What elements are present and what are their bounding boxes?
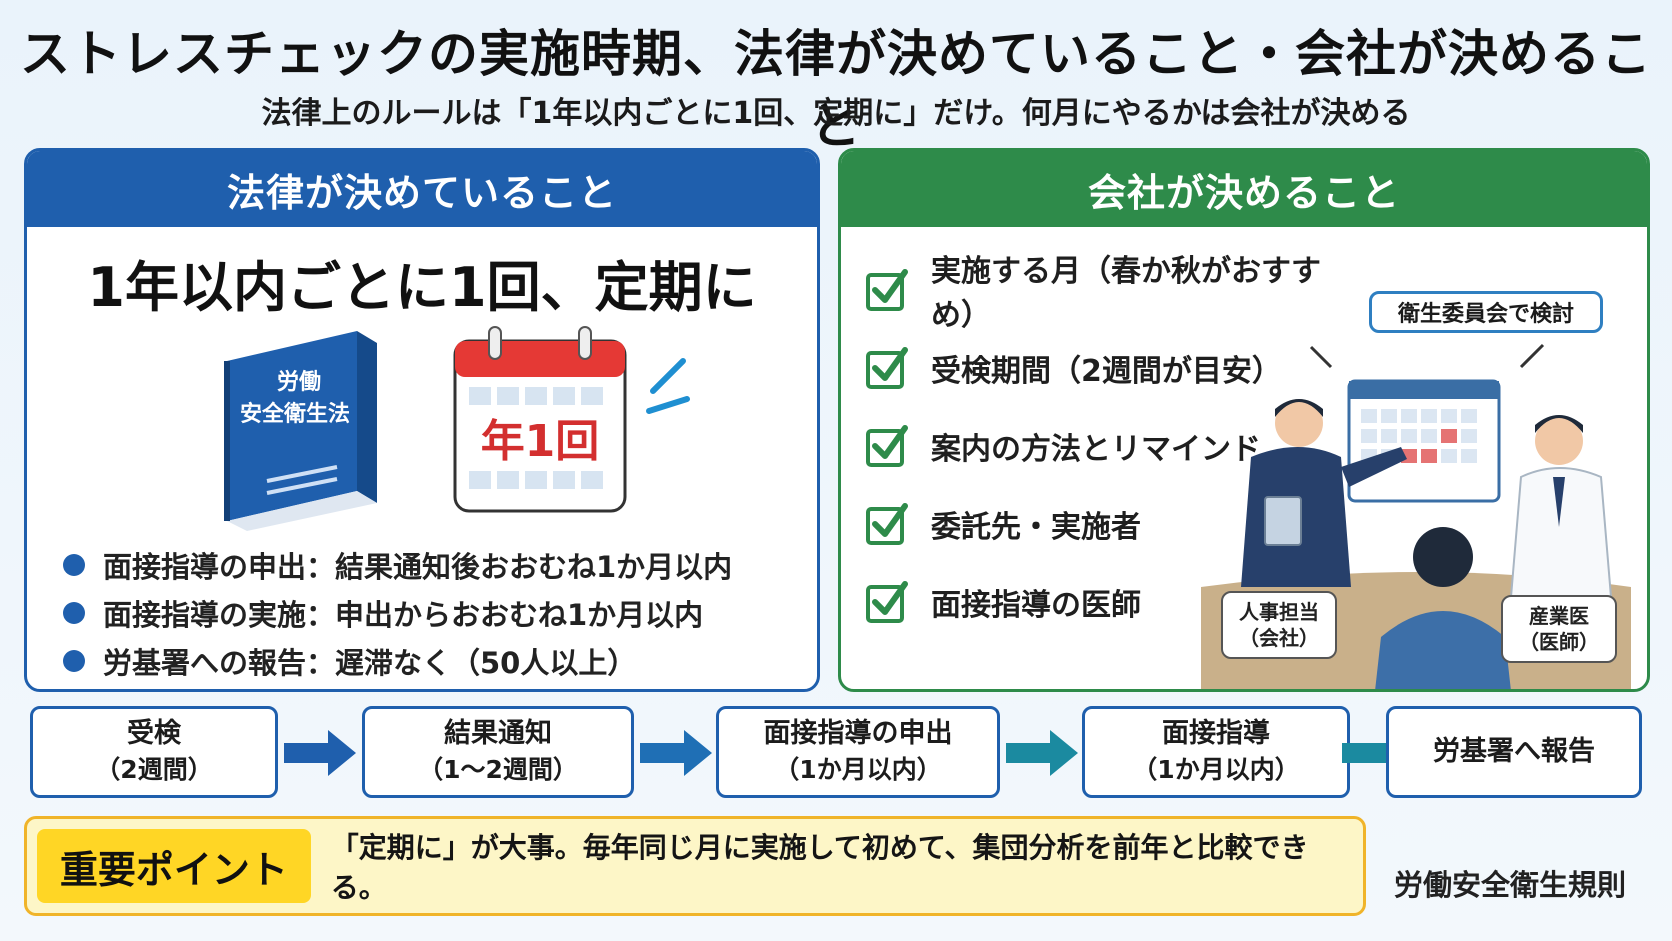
bullet-dot-icon — [63, 650, 85, 672]
calendar-icon: 年1回 — [453, 326, 627, 513]
flow-step: 結果通知 （1～2週間） — [362, 706, 634, 798]
law-main-rule: 1年以内ごとに1回、定期に — [87, 256, 757, 319]
law-book-icon: 労働 安全衛生法 — [224, 331, 377, 531]
key-point-label: 重要ポイント — [37, 829, 311, 903]
checkbox-checked-icon — [866, 347, 908, 389]
arrow-right-icon — [1006, 730, 1078, 776]
page-subtitle: 法律上のルールは「1年以内ごとに1回、定期に」だけ。何月にやるかは会社が決める — [261, 96, 1411, 131]
law-bullets: 面接指導の申出：結果通知後おおむね1か月以内 面接指導の実施：申出からおおむね1… — [63, 541, 803, 685]
company-panel-heading: 会社が決めること — [841, 151, 1647, 227]
bullet-dot-icon — [63, 602, 85, 624]
company-checklist: 実施する月（春か秋がおすすめ） 受検期間（2週間が目安） 案内の方法とリマインド… — [865, 251, 1335, 641]
checkbox-checked-icon — [866, 425, 908, 467]
calendar-label: 年1回 — [481, 416, 600, 467]
hr-person-tag: 人事担当 （会社） — [1221, 591, 1337, 659]
source-citation: 労働安全衛生規則 — [1394, 868, 1627, 902]
checklist-item: 委託先・実施者 — [865, 485, 1335, 563]
doctor-tag: 産業医 （医師） — [1501, 595, 1617, 663]
key-point-text: 「定期に」が大事。毎年同じ月に実施して初めて、集団分析を前年と比較できる。 — [330, 831, 1309, 904]
speech-bubble: 衛生委員会で検討 — [1369, 291, 1603, 333]
arrow-right-icon — [284, 730, 356, 776]
law-bullet-item: 労基署への報告：遅滞なく（50人以上） — [63, 637, 803, 685]
book-title-line2: 安全衛生法 — [240, 401, 350, 427]
checkbox-checked-icon — [866, 269, 908, 311]
process-flow: 受検 （2週間） 結果通知 （1～2週間） 面接指導の申出 （1か月以内） 面接… — [30, 706, 1642, 798]
flow-step: 面接指導の申出 （1か月以内） — [716, 706, 1000, 798]
law-panel-heading: 法律が決めていること — [27, 151, 817, 227]
flow-step: 受検 （2週間） — [30, 706, 278, 798]
checklist-item: 案内の方法とリマインド — [865, 407, 1335, 485]
book-title-line1: 労働 — [277, 369, 321, 395]
flow-step: 面接指導 （1か月以内） — [1082, 706, 1350, 798]
emphasis-lines-icon — [646, 358, 690, 414]
checkbox-checked-icon — [866, 503, 908, 545]
checklist-item: 受検期間（2週間が目安） — [865, 329, 1335, 407]
checkbox-checked-icon — [866, 581, 908, 623]
checklist-item: 実施する月（春か秋がおすすめ） — [865, 251, 1335, 333]
law-panel: 法律が決めていること 1年以内ごとに1回、定期に 労働 安全衛生法 年1回 面接… — [24, 148, 820, 692]
law-bullet-item: 面接指導の申出：結果通知後おおむね1か月以内 — [63, 541, 803, 589]
law-bullet-item: 面接指導の実施：申出からおおむね1か月以内 — [63, 589, 803, 637]
company-panel: 会社が決めること 実施する月（春か秋がおすすめ） 受検期間（2週間が目安） 案内… — [838, 148, 1650, 692]
checklist-item: 面接指導の医師 — [865, 563, 1335, 641]
arrow-right-icon — [640, 730, 712, 776]
flow-step: 労基署へ報告 — [1386, 706, 1642, 798]
key-point-box: 重要ポイント 「定期に」が大事。毎年同じ月に実施して初めて、集団分析を前年と比較… — [24, 816, 1366, 916]
page-title: ストレスチェックの実施時期、法律が決めていること・会社が決めること — [20, 25, 1652, 155]
bullet-dot-icon — [63, 554, 85, 576]
